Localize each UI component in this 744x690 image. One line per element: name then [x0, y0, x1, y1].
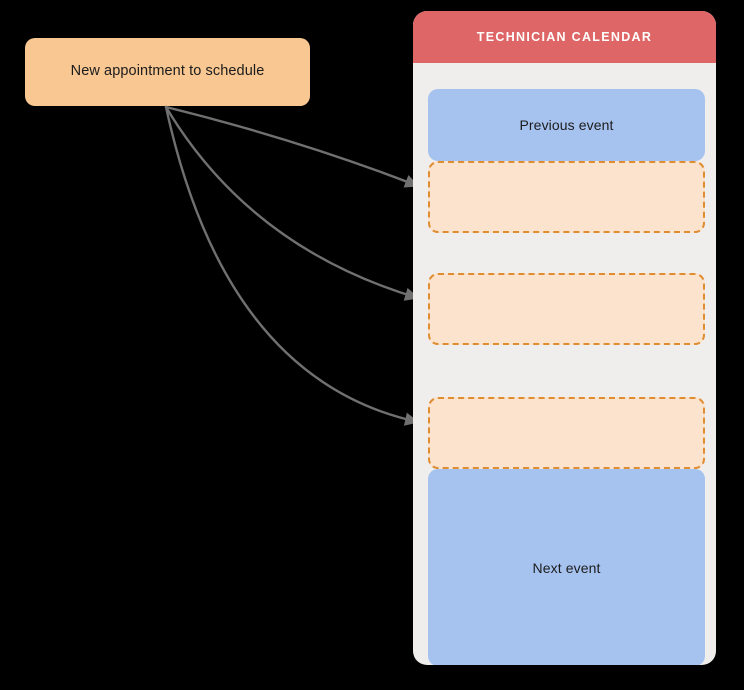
arrow-to-slot-3: [164, 105, 420, 426]
arrow-to-slot-2: [164, 105, 420, 301]
calendar-header: TECHNICIAN CALENDAR: [413, 11, 716, 63]
calendar-open-slot-2[interactable]: [428, 273, 705, 345]
calendar-next-event-label: Next event: [532, 559, 601, 576]
new-appointment-node[interactable]: New appointment to schedule: [25, 38, 310, 106]
calendar-next-event[interactable]: Next event: [428, 469, 705, 665]
calendar-previous-event-label: Previous event: [519, 117, 614, 133]
calendar-open-slot-1[interactable]: [428, 161, 705, 233]
calendar-previous-event[interactable]: Previous event: [428, 89, 705, 161]
calendar-header-title: TECHNICIAN CALENDAR: [476, 30, 653, 44]
calendar-open-slot-3[interactable]: [428, 397, 705, 469]
new-appointment-label: New appointment to schedule: [70, 63, 265, 80]
arrow-to-slot-1: [164, 105, 420, 188]
